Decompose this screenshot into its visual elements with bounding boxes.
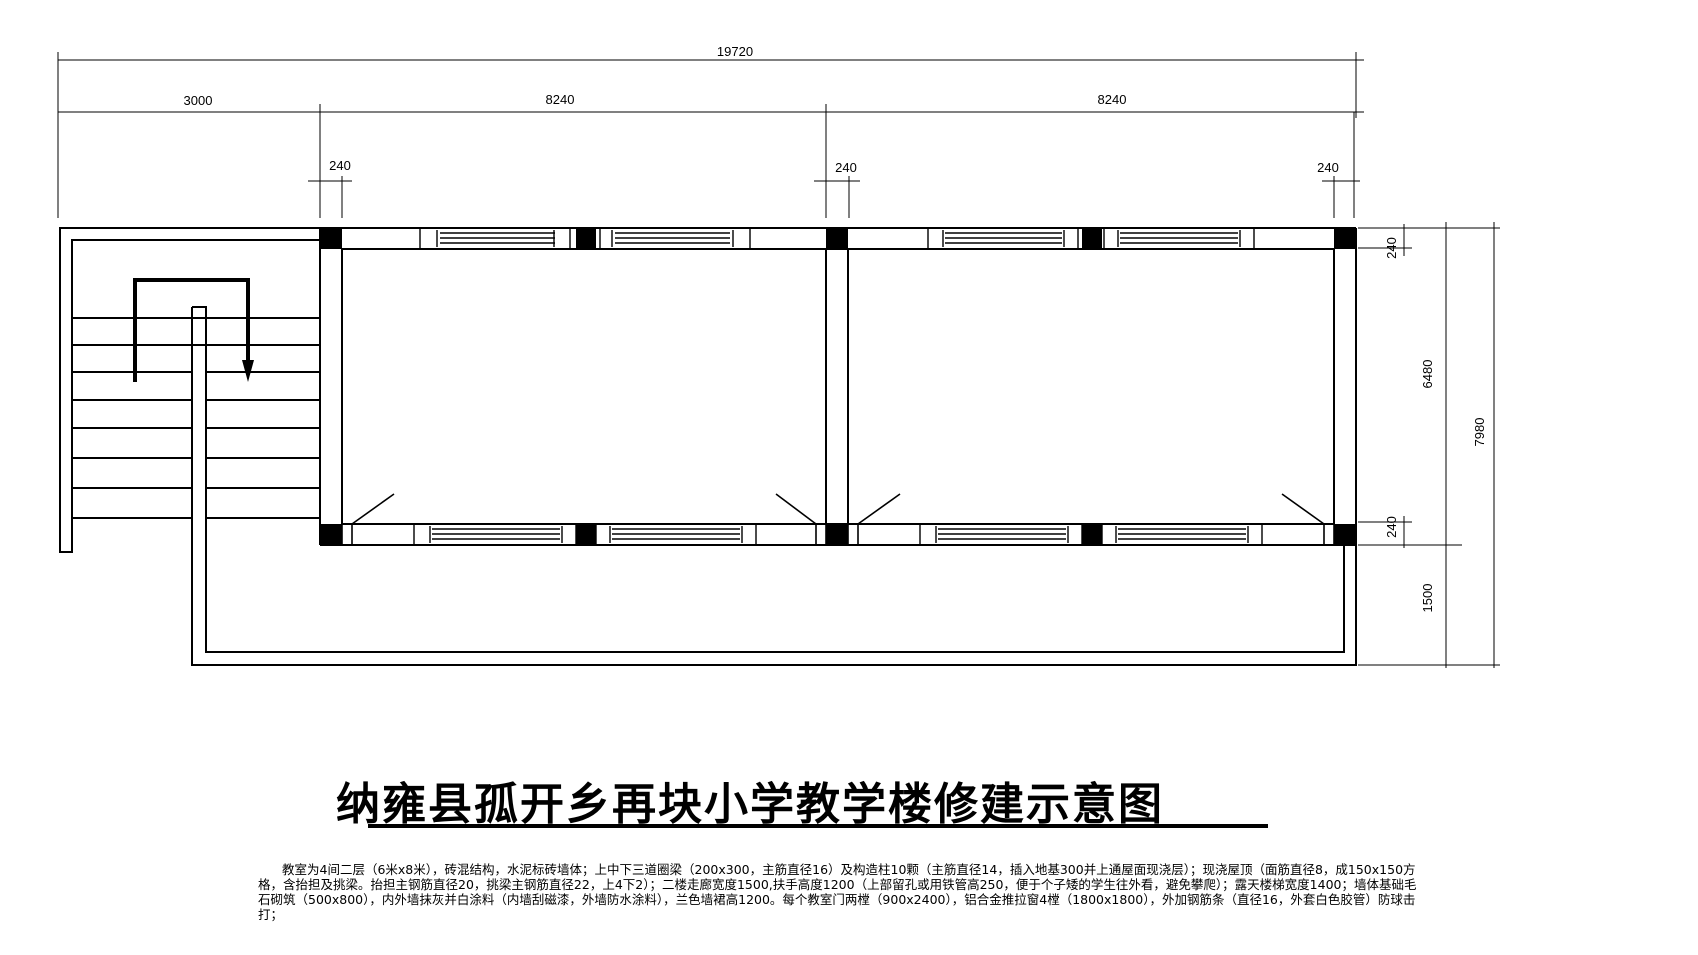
dim-column-left: 240	[329, 158, 351, 173]
dim-corridor-width: 1500	[1420, 584, 1435, 613]
dim-column-ticks	[308, 176, 1360, 218]
dim-column-mid: 240	[835, 160, 857, 175]
windows-top	[419, 227, 1255, 250]
dim-wall-top: 240	[1384, 237, 1399, 259]
columns	[320, 228, 1356, 545]
drawing-title: 纳雍县孤开乡再块小学教学楼修建示意图	[336, 779, 1164, 830]
windows-bottom	[413, 523, 1263, 546]
dim-room1-width: 8240	[546, 92, 575, 107]
doors	[341, 493, 1335, 546]
dim-segment-line	[58, 104, 1364, 218]
title-underline	[368, 824, 1268, 828]
dim-room2-width: 8240	[1098, 92, 1127, 107]
dim-total-width: 19720	[717, 44, 753, 59]
dim-column-right: 240	[1317, 160, 1339, 175]
dim-total-depth: 7980	[1472, 418, 1487, 447]
dim-stair-width: 3000	[184, 93, 213, 108]
dim-total-width-line	[57, 52, 1364, 218]
construction-notes: 教室为4间二层（6米x8米），砖混结构，水泥标砖墙体；上中下三道圈梁（200x3…	[258, 862, 1417, 922]
corridor	[191, 306, 1357, 666]
dim-wall-bottom: 240	[1384, 516, 1399, 538]
dim-room-depth: 6480	[1420, 360, 1435, 389]
staircase	[59, 227, 320, 553]
dim-right-lines	[1358, 222, 1500, 668]
stair-direction-arrow-icon	[133, 278, 254, 382]
